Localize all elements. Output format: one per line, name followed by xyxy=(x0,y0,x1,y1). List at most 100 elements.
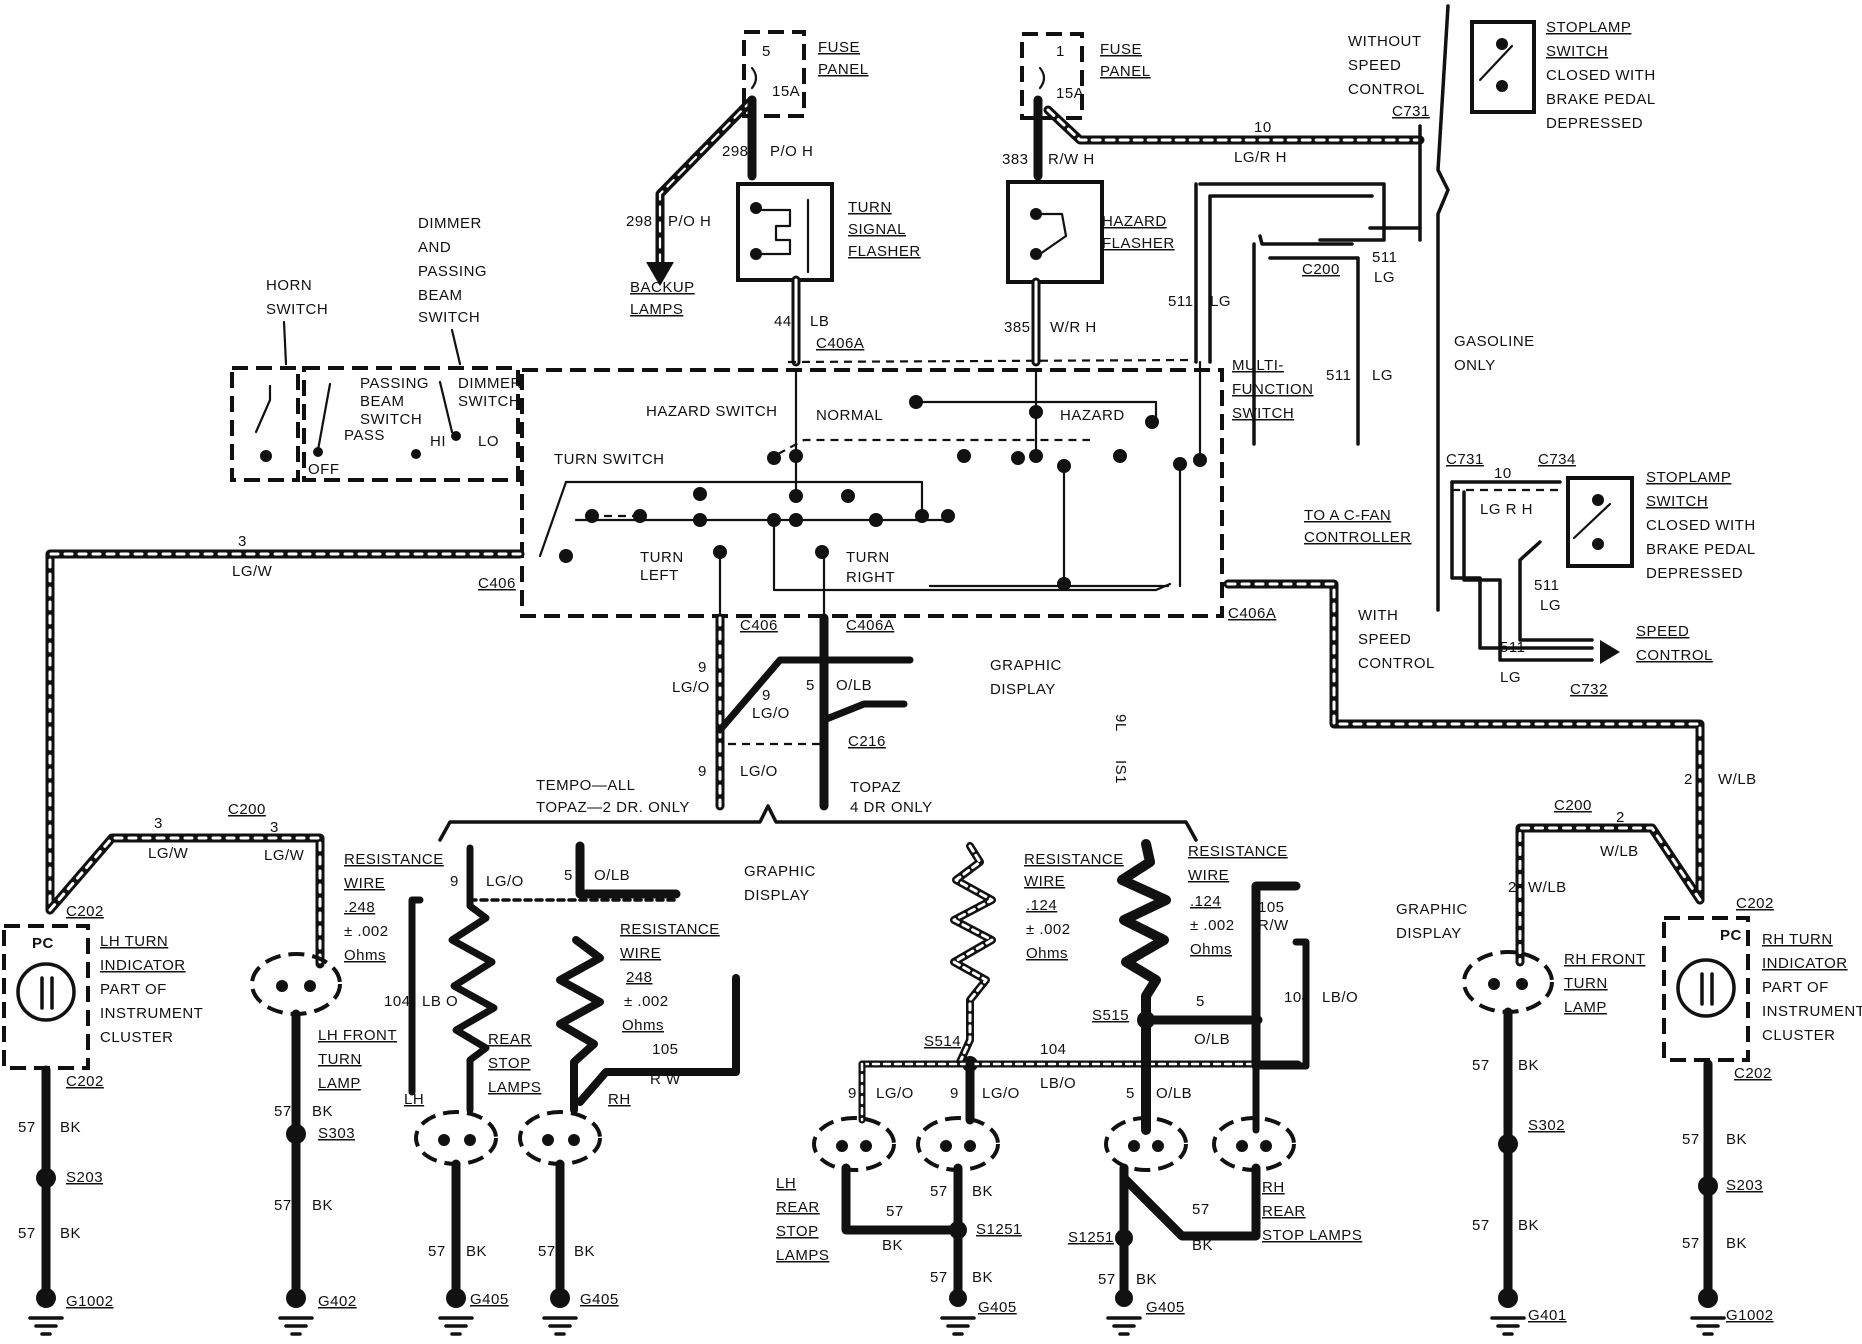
diagram-label: LG/W xyxy=(264,847,305,864)
diagram-label: W/LB xyxy=(1600,843,1639,860)
diagram-label: C734 xyxy=(1538,451,1576,468)
diagram-label: RESISTANCE xyxy=(1024,851,1124,868)
diagram-label: PC xyxy=(32,935,54,952)
diagram-label: 5 xyxy=(1196,993,1205,1010)
hazard-flasher: 383 R/W H HAZARD FLASHER xyxy=(1002,95,1175,284)
diagram-label: STOP xyxy=(776,1223,819,1240)
horn-switch: HORN SWITCH xyxy=(230,277,328,482)
diagram-label: C406A xyxy=(1228,605,1276,622)
diagram-label: 3 xyxy=(154,815,163,832)
diagram-label: RIGHT xyxy=(846,569,895,586)
diagram-label: BRAKE PEDAL xyxy=(1646,541,1756,558)
diagram-label: CLUSTER xyxy=(100,1029,174,1046)
diagram-label: WITHOUT xyxy=(1348,33,1421,50)
diagram-label: TURN xyxy=(846,549,890,566)
diagram-label: 298 xyxy=(626,213,653,230)
bracket-line xyxy=(1436,4,1450,612)
diagram-label: BK xyxy=(312,1197,333,1214)
diagram-label: PC xyxy=(1720,927,1742,944)
diagram-label: CLOSED WITH xyxy=(1546,67,1656,84)
diagram-label: 9 xyxy=(698,659,707,676)
diagram-label: LG xyxy=(1372,367,1393,384)
diagram-label: 5 xyxy=(806,677,815,694)
lh-turn-indicator: PC C202 LH TURN INDICATOR PART OF INSTRU… xyxy=(2,903,203,1336)
diagram-label: HAZARD SWITCH xyxy=(646,403,778,420)
diagram-label: LH xyxy=(404,1091,424,1108)
diagram-label: C202 xyxy=(66,903,104,920)
diagram-label: S303 xyxy=(318,1125,355,1142)
stoplamp-switch-top: STOPLAMP SWITCH CLOSED WITH BRAKE PEDAL … xyxy=(1470,19,1656,132)
diagram-label: RH xyxy=(608,1091,631,1108)
diagram-label: SWITCH xyxy=(418,309,480,326)
diagram-label: BEAM xyxy=(360,393,405,410)
diagram-label: S1251 xyxy=(1068,1229,1114,1246)
diagram-label: STOP LAMPS xyxy=(1262,1227,1362,1244)
diagram-label: C406 xyxy=(478,575,516,592)
diagram-label: SWITCH xyxy=(1232,405,1294,422)
diagram-label: 105 xyxy=(1258,899,1285,916)
diagram-label: S203 xyxy=(66,1169,103,1186)
diagram-label: TURN xyxy=(1564,975,1608,992)
diagram-label: SWITCH xyxy=(1546,43,1608,60)
diagram-label: 57 xyxy=(930,1183,948,1200)
diagram-label: INSTRUMENT xyxy=(1762,1003,1862,1020)
diagram-label: DEPRESSED xyxy=(1546,115,1643,132)
diagram-label: SIGNAL xyxy=(848,221,906,238)
diagram-label: WIRE xyxy=(1188,867,1229,884)
diagram-label: Ohms xyxy=(1190,941,1232,958)
diagram-label: 10 xyxy=(1494,465,1512,482)
diagram-label: 3 xyxy=(238,533,247,550)
diagram-label: PASS xyxy=(344,427,385,444)
diagram-label: 385 xyxy=(1004,319,1031,336)
diagram-label: W/LB xyxy=(1528,879,1567,896)
diagram-label: S515 xyxy=(1092,1007,1129,1024)
diagram-label: LAMPS xyxy=(488,1079,541,1096)
diagram-label: HAZARD xyxy=(1060,407,1125,424)
diagram-label: SWITCH xyxy=(1646,493,1708,510)
diagram-label: TOPAZ—2 DR. ONLY xyxy=(536,799,690,816)
diagram-label: 57 xyxy=(18,1119,36,1136)
diagram-label: HI xyxy=(430,433,446,450)
diagram-label: BK xyxy=(574,1243,595,1260)
diagram-label: LAMPS xyxy=(776,1247,829,1264)
diagram-label: 9 xyxy=(762,687,771,704)
diagram-label: BK xyxy=(1136,1271,1157,1288)
diagram-label: DISPLAY xyxy=(990,681,1056,698)
diagram-label: LG xyxy=(1210,293,1231,310)
diagram-label: LG/W xyxy=(232,563,273,580)
diagram-label: FLASHER xyxy=(848,243,921,260)
diagram-label: HAZARD xyxy=(1102,213,1167,230)
diagram-label: TURN SWITCH xyxy=(554,451,665,468)
diagram-label: Ohms xyxy=(622,1017,664,1034)
diagram-label: DISPLAY xyxy=(744,887,810,904)
multifunction-switch: MULTI- FUNCTION SWITCH HAZARD SWITCH NOR… xyxy=(520,357,1313,620)
diagram-label: 10 xyxy=(1254,119,1272,136)
diagram-label: 15A xyxy=(772,83,800,100)
diagram-label: LH xyxy=(776,1175,796,1192)
diagram-label: 2 xyxy=(1508,879,1517,896)
diagram-label: STOP xyxy=(488,1055,531,1072)
diagram-label: C406A xyxy=(816,335,864,352)
diagram-label: 383 xyxy=(1002,151,1029,168)
diagram-label: 57 xyxy=(1472,1057,1490,1074)
center-outputs: C406 C406A 9 LG/O 5 O/LB 9 LG/O C216 9 L… xyxy=(536,613,1129,816)
diagram-label: BK xyxy=(972,1183,993,1200)
rh-front-turn-lamp: GRAPHIC DISPLAY C200 2 W/LB 2 W/LB RH FR… xyxy=(1396,797,1705,1336)
diagram-label: SPEED xyxy=(1348,57,1401,74)
diagram-label: PART OF xyxy=(100,981,167,998)
diagram-label: FLASHER xyxy=(1102,235,1175,252)
diagram-label: 2 xyxy=(1616,809,1625,826)
diagram-label: 57 xyxy=(538,1243,556,1260)
lh-rear-resistance: RESISTANCE WIRE .248 ± .002 Ohms 9 LG/O … xyxy=(344,841,740,1336)
diagram-label: WIRE xyxy=(344,875,385,892)
diagram-label: BK xyxy=(972,1269,993,1286)
diagram-label: 57 xyxy=(1682,1235,1700,1252)
diagram-label: MULTI- xyxy=(1232,357,1284,374)
diagram-label: 511 xyxy=(1372,249,1397,266)
diagram-label: ± .002 xyxy=(1026,921,1071,938)
diagram-label: LG/W xyxy=(148,845,189,862)
diagram-label: BK xyxy=(882,1237,903,1254)
diagram-label: 511 xyxy=(1326,367,1351,384)
diagram-label: C202 xyxy=(1736,895,1774,912)
diagram-label: C202 xyxy=(1734,1065,1772,1082)
